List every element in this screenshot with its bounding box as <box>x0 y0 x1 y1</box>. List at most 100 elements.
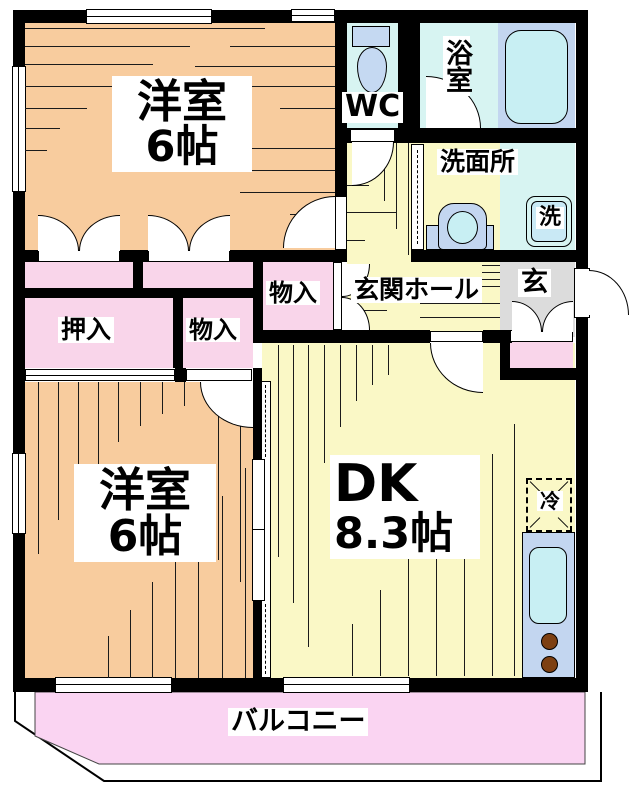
window <box>12 66 26 192</box>
genkan-step-line <box>420 303 500 304</box>
floor-hatch <box>372 345 373 385</box>
floor-hatch <box>380 590 381 676</box>
floor-hatch <box>218 382 219 560</box>
floor-hatch <box>25 86 123 87</box>
floor-hatch <box>58 382 59 520</box>
wall-segment <box>230 250 263 262</box>
label-western-lower: 洋室 6帖 <box>74 463 216 563</box>
floor-hatch <box>408 143 409 255</box>
wall-segment <box>253 330 430 343</box>
label-western-upper: 洋室 6帖 <box>112 75 252 173</box>
floor-hatch <box>240 382 241 582</box>
stove-burner-icon <box>541 633 558 650</box>
floor-hatch <box>38 382 39 554</box>
floor-hatch <box>25 28 265 29</box>
floor-hatch <box>245 468 246 678</box>
wall-segment <box>500 368 588 380</box>
door-leaf <box>186 369 252 381</box>
floor-hatch <box>185 170 335 171</box>
wall-segment <box>335 128 588 143</box>
wall-segment <box>13 250 38 262</box>
floor-hatch <box>220 148 335 149</box>
genkan-step-line <box>482 279 500 280</box>
floor-hatch <box>222 496 223 678</box>
room-size: 6帖 <box>107 511 183 563</box>
room-name: 洋室 <box>99 463 191 517</box>
wall-segment <box>120 250 148 262</box>
label-washroom: 洗面所 <box>437 149 519 175</box>
bathtub-icon <box>505 30 568 124</box>
wall-segment <box>576 10 588 692</box>
wall-segment <box>411 250 588 262</box>
floor-hatch <box>98 382 99 466</box>
floor-hatch <box>464 488 465 676</box>
folding-door-base <box>148 250 230 262</box>
wall-segment <box>398 23 420 130</box>
floor-hatch <box>184 382 185 406</box>
room-name: DK <box>334 454 418 514</box>
closet-strip-right <box>143 262 253 288</box>
floor-hatch <box>388 345 389 375</box>
wall-segment <box>255 250 347 262</box>
window <box>12 453 26 534</box>
closet-shoe <box>510 337 573 368</box>
door-leaf <box>335 196 347 250</box>
room-size: 6帖 <box>145 122 219 173</box>
folding-door-base <box>333 262 342 330</box>
floor-hatch <box>198 526 199 678</box>
genkan-step-line <box>482 265 500 266</box>
stove-burner-icon <box>541 656 558 673</box>
window <box>86 9 212 24</box>
floor-hatch <box>230 46 335 47</box>
label-oshiire: 押入 <box>58 317 115 343</box>
partition-panel-joint <box>253 529 264 530</box>
floor-hatch <box>436 522 437 676</box>
floor-hatch <box>347 310 387 311</box>
floor-hatch <box>340 345 341 427</box>
floor-hatch <box>278 345 279 557</box>
front-door-swing <box>589 270 629 315</box>
partition-open-panel <box>252 459 265 601</box>
wall-segment <box>133 262 143 290</box>
floor-hatch <box>324 345 325 463</box>
genkan-step-line <box>420 317 500 318</box>
floor-hatch <box>356 345 357 401</box>
label-entrance: 玄 <box>518 269 551 297</box>
floor-hatch <box>352 624 353 676</box>
floor-hatch <box>245 86 335 87</box>
floor-hatch <box>25 46 190 47</box>
oshiire-sliding-door <box>25 369 175 381</box>
genkan-step-line <box>482 286 500 287</box>
label-wc: WC <box>342 91 404 123</box>
sliding-door-track <box>417 150 418 244</box>
label-storage-hall: 物入 <box>266 281 320 305</box>
floor-hatch <box>162 382 163 414</box>
floor-hatch <box>25 108 87 109</box>
floor-hatch <box>240 192 335 193</box>
wall-segment <box>175 368 186 382</box>
sliding-door-track <box>265 604 266 674</box>
label-storage-lower: 物入 <box>186 318 240 342</box>
floor-hatch <box>108 636 109 678</box>
door-leaf <box>430 331 483 342</box>
label-fridge: 冷 <box>537 491 563 511</box>
window <box>291 9 335 22</box>
label-bath: 浴室 <box>441 36 472 96</box>
room-size: 8.3帖 <box>334 508 454 559</box>
floor-hatch <box>293 345 294 603</box>
kitchen-sink-icon <box>529 547 567 624</box>
refrigerator-space <box>526 478 572 532</box>
wall-segment <box>253 368 262 460</box>
floor-hatch <box>78 382 79 490</box>
room-name: 洋室 <box>136 75 227 128</box>
wall-segment <box>13 288 263 298</box>
wall-segment <box>335 23 347 196</box>
closet-strip-left <box>22 262 133 288</box>
floor-hatch <box>347 212 397 213</box>
window <box>283 677 410 693</box>
floor-hatch <box>514 424 515 676</box>
sliding-door-track <box>265 385 266 457</box>
vanity-basin-icon <box>447 211 478 244</box>
label-dk: DK 8.3帖 <box>330 455 480 559</box>
